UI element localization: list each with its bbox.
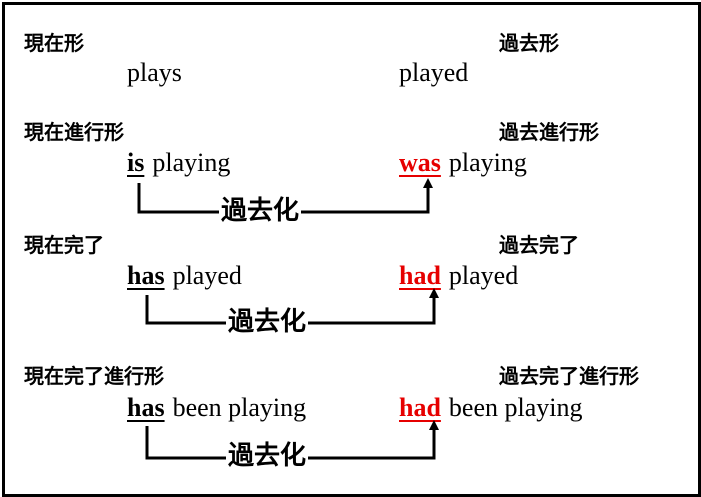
- past-tense-label: 過去形: [499, 31, 559, 55]
- present-tense-label: 現在形: [24, 31, 84, 55]
- changed-auxiliary-verb: had: [399, 393, 441, 422]
- present-perfect-progressive-label: 現在完了進行形: [24, 364, 164, 388]
- verb-text: played: [399, 58, 469, 87]
- present-perfect-label: 現在完了: [24, 233, 104, 257]
- past-perfect-label: 過去完了: [499, 233, 579, 257]
- verb-text: been playing: [448, 393, 583, 422]
- verb-text: plays: [127, 58, 182, 87]
- past-simple-form: played: [399, 60, 468, 86]
- present-progressive-label: 現在進行形: [24, 120, 124, 144]
- auxiliary-verb: is: [127, 148, 145, 177]
- verb-text: been playing: [172, 393, 307, 422]
- pastification-label: 過去化: [219, 196, 302, 226]
- auxiliary-verb: has: [127, 261, 165, 290]
- verb-text: playing: [152, 148, 231, 177]
- present-simple-form: plays: [127, 60, 182, 86]
- verb-text: playing: [448, 148, 527, 177]
- auxiliary-verb: has: [127, 393, 165, 422]
- pastification-label: 過去化: [226, 307, 309, 337]
- pastification-label: 過去化: [226, 441, 309, 471]
- changed-auxiliary-verb: had: [399, 261, 441, 290]
- verb-text: played: [172, 261, 242, 290]
- changed-auxiliary-verb: was: [399, 148, 441, 177]
- past-progressive-label: 過去進行形: [499, 120, 599, 144]
- verb-text: played: [448, 261, 519, 290]
- past-perfect-progressive-label: 過去完了進行形: [499, 364, 639, 388]
